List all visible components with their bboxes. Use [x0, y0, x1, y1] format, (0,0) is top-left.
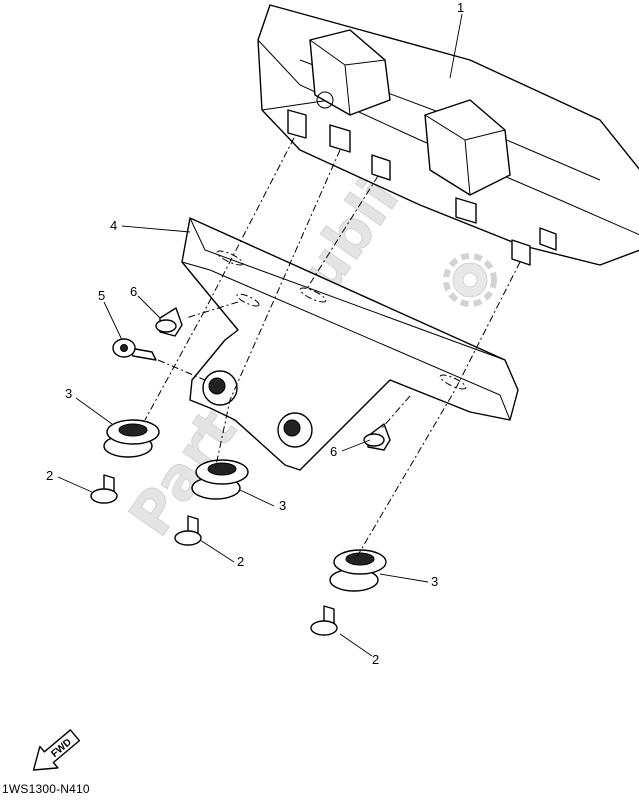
callout-3-center: 3: [279, 498, 286, 513]
callout-1: 1: [457, 0, 464, 15]
screw-center: [174, 515, 202, 546]
callout-2-left: 2: [46, 468, 53, 483]
screw-right: [310, 605, 338, 636]
alignment-lines: [144, 137, 521, 561]
callout-6-upper: 6: [130, 284, 137, 299]
screw-left: [90, 474, 118, 504]
callout-5: 5: [98, 288, 105, 303]
damper-right: [329, 549, 387, 592]
callout-labels: 1 4 5 6 3 2 3 2 3 2 6: [46, 0, 464, 667]
callout-3-left: 3: [65, 386, 72, 401]
meter-bracket: [181, 217, 519, 471]
grommet-upper: [155, 307, 183, 337]
grommet-lower: [363, 423, 391, 451]
callout-4: 4: [110, 218, 117, 233]
bolt: [112, 338, 157, 361]
meter-assembly: [257, 4, 639, 266]
leader-lines: [57, 13, 463, 657]
callout-3-right: 3: [431, 574, 438, 589]
damper-left: [103, 419, 160, 458]
callout-2-center: 2: [237, 554, 244, 569]
gear-icon: [443, 253, 497, 307]
fwd-arrow-icon: FWD: [32, 729, 81, 771]
callout-2-right: 2: [372, 652, 379, 667]
damper-center: [191, 459, 249, 500]
callout-6-lower: 6: [330, 444, 337, 459]
drawing-code: 1WS1300-N410: [2, 782, 90, 796]
